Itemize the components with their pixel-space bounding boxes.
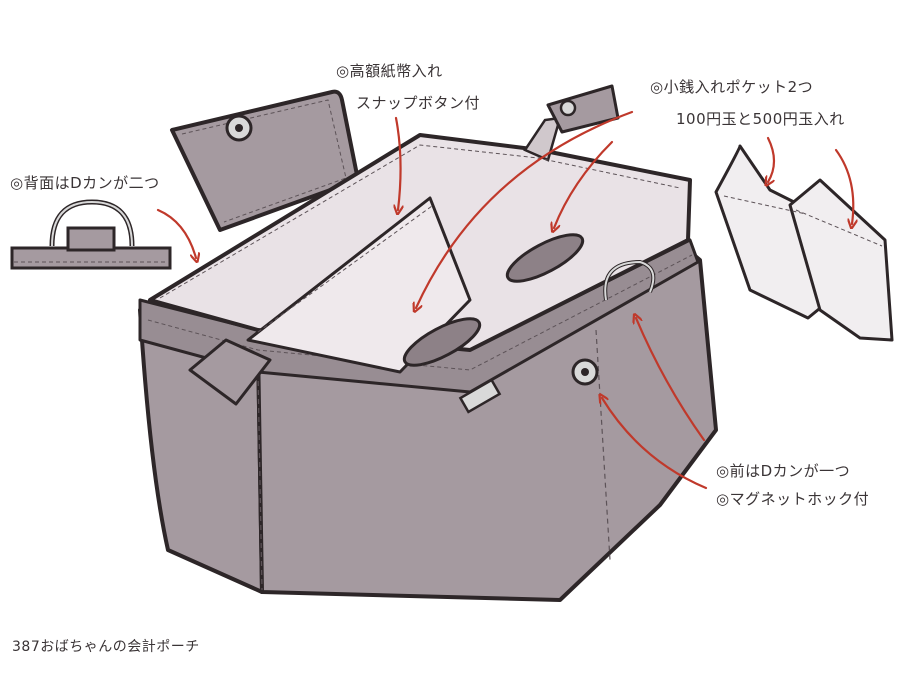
label-bill-pocket: ◎高額紙幣入れ bbox=[336, 62, 443, 80]
arrow-coin-detail-1 bbox=[768, 136, 776, 182]
callout-arrows bbox=[156, 110, 853, 490]
label-back-dring: ◎背面はDカンが二つ bbox=[10, 174, 160, 192]
label-front-dring: ◎前はDカンが一つ bbox=[716, 462, 851, 480]
label-snap-button: スナップボタン付 bbox=[356, 94, 481, 112]
arrow-magnet bbox=[602, 398, 708, 490]
arrow-back-dring bbox=[156, 208, 196, 258]
top-tab bbox=[546, 84, 620, 134]
coin-pocket-2 bbox=[505, 233, 585, 283]
arrow-coin-2 bbox=[554, 140, 614, 228]
arrow-coin-1 bbox=[416, 110, 634, 308]
label-coin-pockets: ◎小銭入れポケット2つ bbox=[650, 78, 814, 96]
label-coin-detail: 100円玉と500円玉入れ bbox=[676, 110, 845, 128]
arrow-front-dring bbox=[636, 318, 706, 442]
illustration-title: 387おばちゃんの会計ポーチ bbox=[12, 639, 200, 655]
coin-pocket-detail bbox=[714, 144, 894, 342]
coin-pocket-1 bbox=[402, 317, 482, 367]
tab-snap-icon bbox=[559, 99, 577, 117]
arrow-coin-detail-2 bbox=[834, 148, 853, 224]
bag-lining bbox=[148, 116, 692, 374]
front-d-ring bbox=[458, 259, 656, 414]
label-magnet-hook: ◎マグネットホック付 bbox=[716, 490, 870, 508]
back-flap bbox=[170, 89, 360, 232]
back-d-ring-detail bbox=[10, 199, 172, 270]
arrow-bill-pocket bbox=[396, 116, 401, 210]
magnet-hook bbox=[571, 358, 599, 386]
front-tab bbox=[188, 338, 272, 406]
